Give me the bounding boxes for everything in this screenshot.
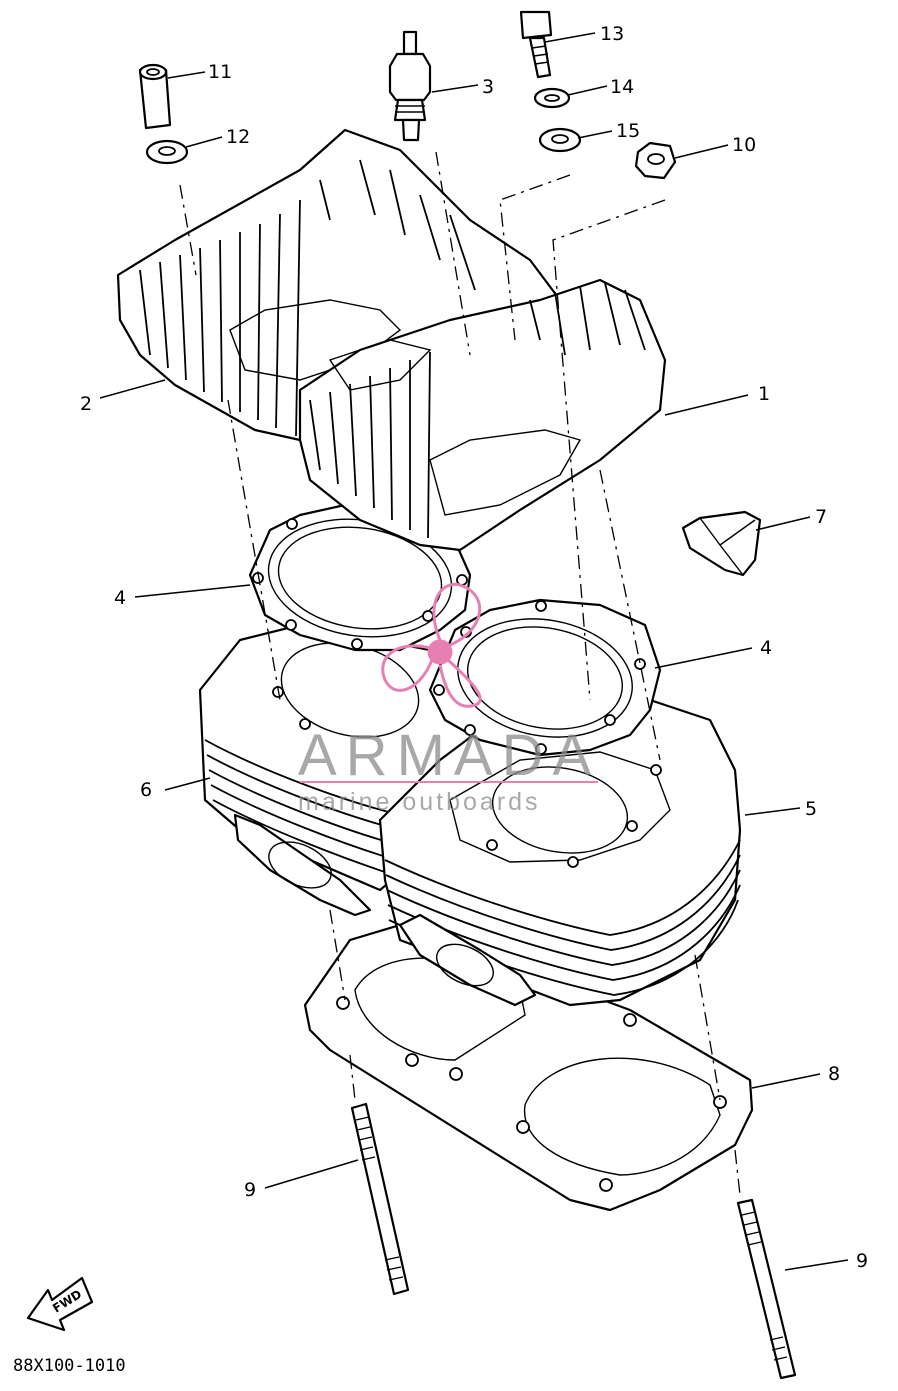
callout-labels: 1 2 3 4 4 5 6 7 8 9 9 10 11 12 13 14 15 [80,23,868,1272]
spark-plug [388,30,432,142]
callout-3: 3 [482,76,494,98]
callout-6: 6 [140,779,152,801]
washer-15 [538,127,582,153]
diagram-code: 88X100-1010 [13,1356,126,1376]
cylinder-head-front [298,278,667,552]
logo-hub [427,639,453,665]
callout-9-left: 9 [244,1179,256,1201]
callout-10: 10 [732,134,756,156]
cylinder-front [378,698,742,1007]
callout-7: 7 [815,506,827,528]
rubber-block-7 [681,510,762,577]
callout-13: 13 [600,23,624,45]
callout-5: 5 [805,798,817,820]
callout-4-front: 4 [760,637,772,659]
callout-14: 14 [610,76,634,98]
watermark-subtitle: marine outboards [298,788,541,816]
armada-watermark: ARMADA marine outboards [298,582,600,816]
callout-15: 15 [616,120,640,142]
leader-lines [99,32,849,1271]
callout-1: 1 [758,383,770,405]
callout-11: 11 [208,61,232,83]
callout-4-rear: 4 [114,587,126,609]
watermark-title: ARMADA [298,723,600,788]
logo-blade-right [438,658,482,708]
stud-left [350,1102,410,1296]
callout-9-right: 9 [856,1250,868,1272]
logo-blade-left [381,644,434,692]
callout-8: 8 [828,1063,840,1085]
armada-propeller-logo [381,582,482,708]
bolt-13 [519,10,553,79]
spring-washer-14 [533,87,571,109]
washer-12 [145,139,189,165]
callout-12: 12 [226,126,250,148]
stud-right [736,1198,797,1380]
logo-blade-top [432,582,482,647]
callout-2: 2 [80,393,92,415]
head-gasket-front [428,598,662,757]
alignment-lines [179,151,741,1196]
nut-10 [634,141,677,180]
fwd-arrow-icon: FWD [26,1276,94,1332]
sleeve-nut [138,63,172,130]
